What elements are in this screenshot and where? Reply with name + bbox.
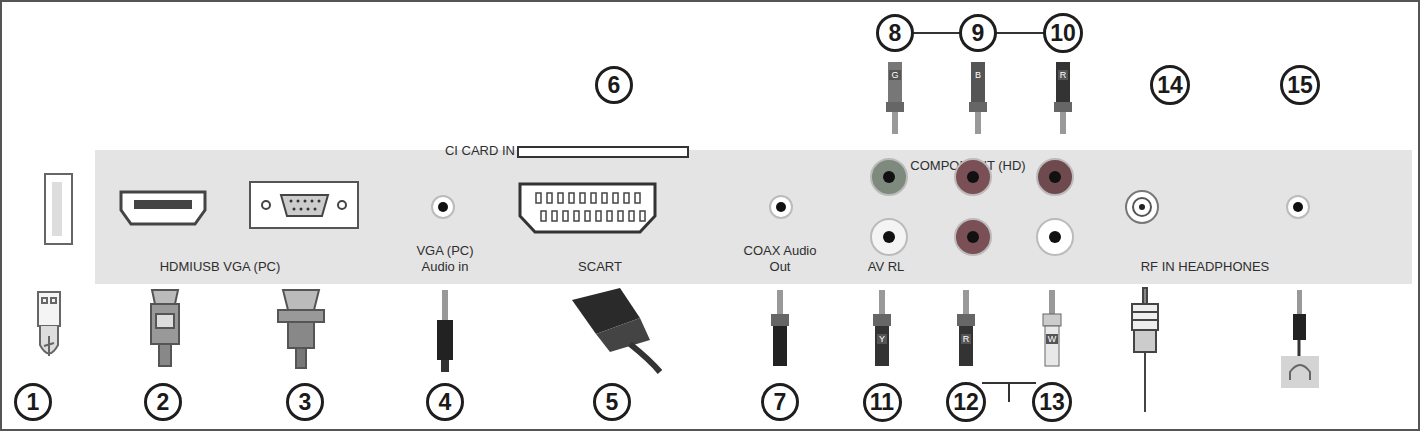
port-label: COAX Audio Out [742,243,818,275]
callout-number: 1 [14,383,52,421]
callout-text: 6 [608,72,621,99]
callout-number: 6 [595,66,633,104]
hdmi-plug [151,290,179,366]
rca-plug [969,62,987,134]
port-label: VGA (PC) Audio in [408,243,482,275]
callout-text: 13 [1039,389,1065,416]
vga-plug [278,290,324,368]
callout-number: 4 [426,383,464,421]
callout-number: 7 [761,383,799,421]
callout-number: 12 [946,382,986,422]
callout-number: 8 [876,14,914,52]
callout-text: 15 [1287,72,1313,99]
rca-plug [771,290,789,366]
callout-number: 13 [1032,382,1072,422]
rca-plug [886,62,904,134]
callout-number: 5 [593,383,631,421]
callout-text: 10 [1050,20,1076,47]
plug-letter: R [1058,70,1069,80]
callout-text: 12 [953,389,979,416]
port-label: HDMIUSB VGA (PC) [120,259,320,275]
callout-number: 3 [286,383,324,421]
rca-plug [873,290,891,366]
callout-text: 7 [774,389,787,416]
callout-text: 2 [157,389,170,416]
rca-plug [957,290,975,366]
port-label: AV RL [846,259,926,275]
callout-number: 15 [1280,65,1320,105]
callout-text: 1 [27,389,40,416]
callout-number: 11 [863,383,902,422]
rf-plug [1132,288,1158,412]
headphone-plug [1281,290,1319,388]
callout-text: 5 [606,389,619,416]
callout-number: 10 [1043,13,1083,53]
callout-number: 9 [959,14,997,52]
port-label: CI CARD IN [415,143,515,159]
rca-plug [1043,290,1061,366]
usb-plug [38,292,60,356]
scart-plug [572,288,660,372]
callout-text: 9 [972,20,985,47]
callout-number: 2 [144,383,182,421]
plug-letter: B [973,70,983,80]
rca-plug [1054,62,1072,134]
callout-text: 8 [889,20,902,47]
callout-text: 14 [1157,72,1183,99]
plug-letter: G [889,70,900,80]
port-label: SCART [540,259,660,275]
audio-jack-plug [437,290,453,372]
callout-number: 14 [1150,65,1190,105]
plug-letter: Y [877,334,887,344]
callout-text: 3 [299,389,312,416]
callout-text: 4 [439,389,452,416]
callout-text: 11 [870,389,894,416]
port-label: RF IN HEADPHONES [1110,259,1300,275]
plug-letter: R [961,334,972,344]
plug-letter: W [1046,334,1059,344]
